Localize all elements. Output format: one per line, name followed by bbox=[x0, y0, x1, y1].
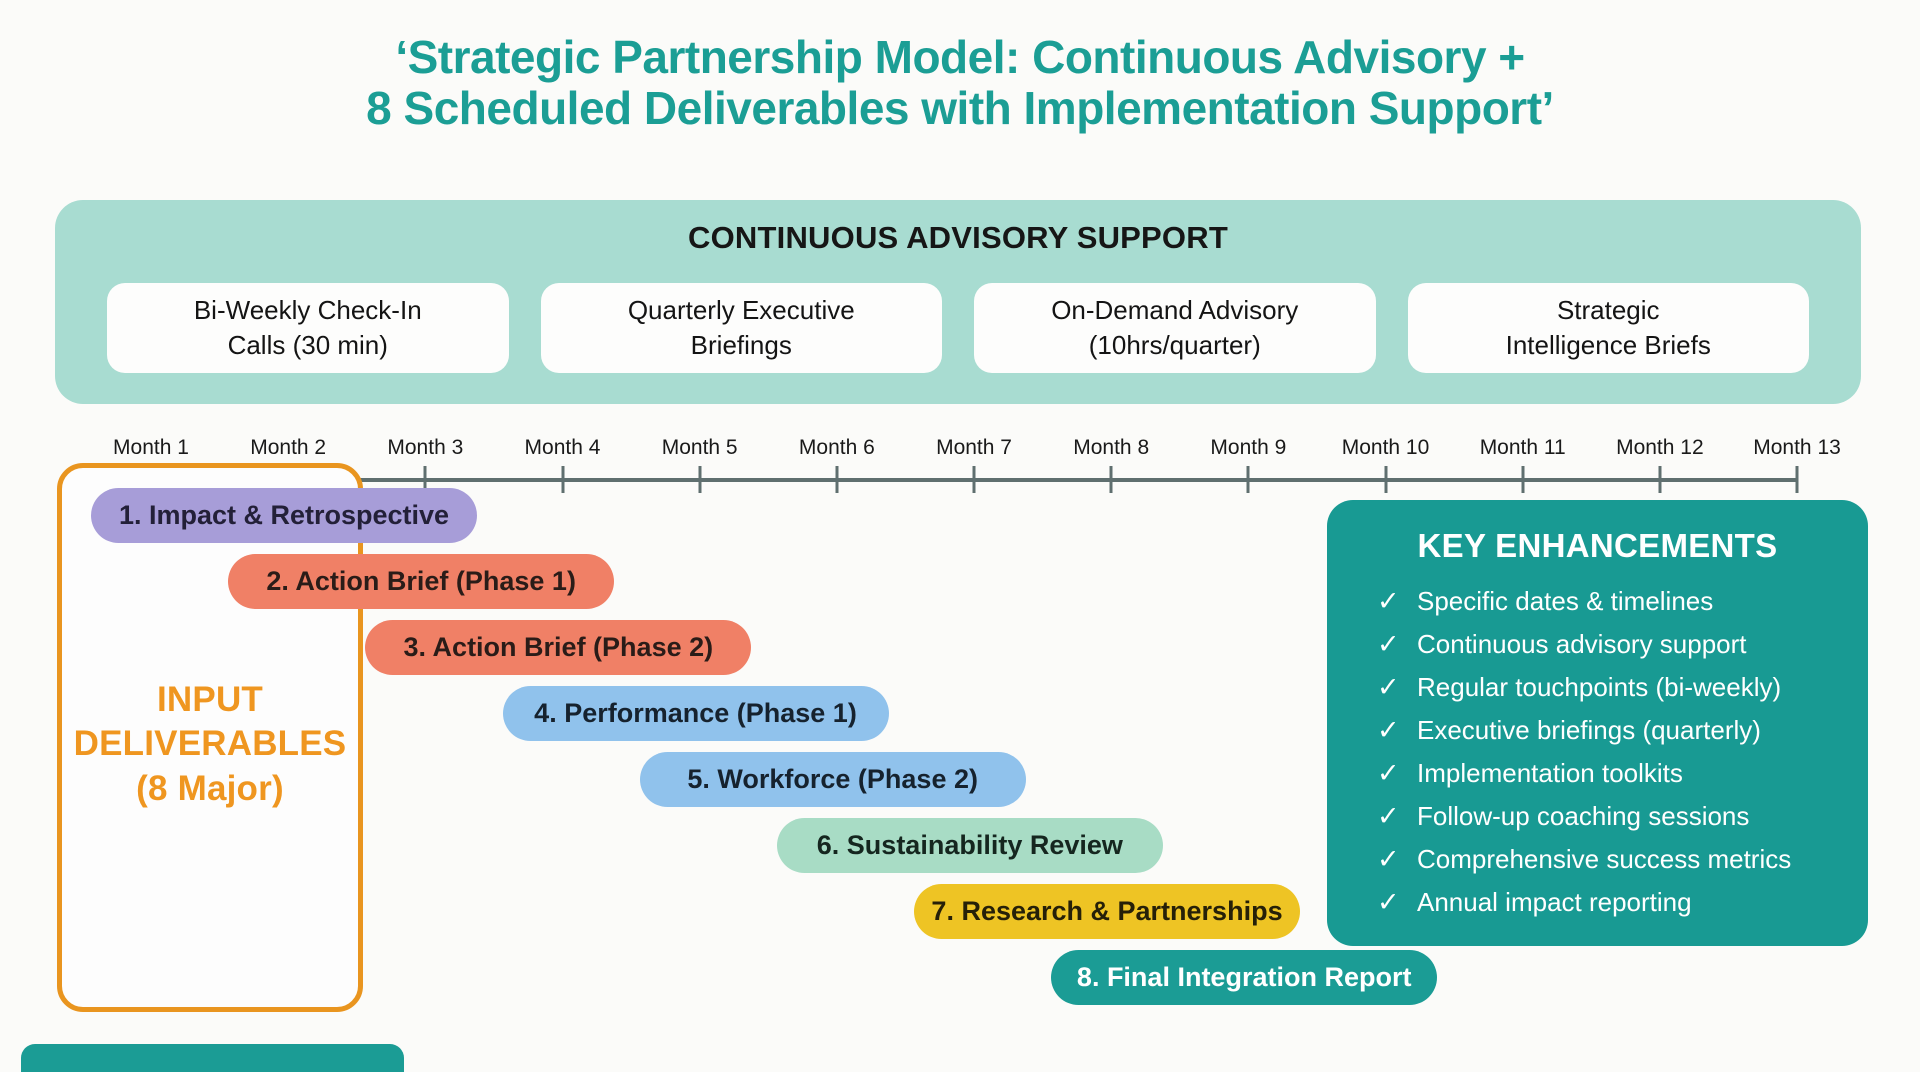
month-label: Month 8 bbox=[1073, 436, 1150, 459]
key-enhancement-item: ✓ Follow-up coaching sessions bbox=[1377, 795, 1868, 838]
month-label: Month 13 bbox=[1753, 436, 1841, 459]
month-tick bbox=[1521, 466, 1525, 493]
partial-bar-bottom-edge bbox=[21, 1044, 404, 1072]
month-tick bbox=[423, 466, 427, 493]
month-tick bbox=[1246, 466, 1250, 493]
check-icon: ✓ bbox=[1377, 672, 1400, 702]
key-enhancement-item: ✓ Specific dates & timelines bbox=[1377, 580, 1868, 623]
key-enhancement-text: Regular touchpoints (bi-weekly) bbox=[1417, 672, 1782, 702]
check-icon: ✓ bbox=[1377, 801, 1400, 831]
key-enhancement-text: Follow-up coaching sessions bbox=[1417, 801, 1750, 831]
page-title: ‘Strategic Partnership Model: Continuous… bbox=[0, 32, 1920, 133]
timeline-axis bbox=[130, 478, 1798, 482]
deliverable-bar: 4. Performance (Phase 1) bbox=[502, 686, 889, 741]
month-label: Month 1 bbox=[113, 436, 189, 459]
advisory-heading: CONTINUOUS ADVISORY SUPPORT bbox=[688, 220, 1228, 255]
input-deliverables-box: INPUT DELIVERABLES (8 Major) bbox=[57, 463, 363, 1012]
check-icon: ✓ bbox=[1377, 715, 1400, 745]
advisory-box: On-Demand Advisory(10hrs/quarter) bbox=[974, 283, 1376, 373]
key-enhancement-text: Specific dates & timelines bbox=[1417, 586, 1714, 616]
deliverable-bar: 5. Workforce (Phase 2) bbox=[639, 752, 1026, 807]
key-enhancement-item: ✓ Continuous advisory support bbox=[1377, 623, 1868, 666]
key-enhancement-item: ✓ Executive briefings (quarterly) bbox=[1377, 709, 1868, 752]
check-icon: ✓ bbox=[1377, 629, 1400, 659]
deliverable-bar: 2. Action Brief (Phase 1) bbox=[228, 554, 615, 609]
key-enhancement-item: ✓ Implementation toolkits bbox=[1377, 752, 1868, 795]
month-tick bbox=[835, 466, 839, 493]
key-enhancement-text: Executive briefings (quarterly) bbox=[1417, 715, 1761, 745]
deliverable-bar: 7. Research & Partnerships bbox=[914, 884, 1301, 939]
key-enhancements-heading: KEY ENHANCEMENTS bbox=[1417, 527, 1778, 564]
month-label: Month 11 bbox=[1479, 436, 1566, 459]
month-label: Month 2 bbox=[250, 436, 327, 459]
month-label: Month 3 bbox=[387, 436, 464, 459]
month-label: Month 12 bbox=[1616, 436, 1704, 459]
deliverable-bar: 6. Sustainability Review bbox=[776, 818, 1163, 873]
check-icon: ✓ bbox=[1377, 844, 1400, 874]
month-tick bbox=[1109, 466, 1113, 493]
key-enhancement-text: Annual impact reporting bbox=[1417, 887, 1692, 917]
month-tick bbox=[1384, 466, 1388, 493]
month-label: Month 6 bbox=[798, 436, 875, 459]
key-enhancement-item: ✓ Regular touchpoints (bi-weekly) bbox=[1377, 666, 1868, 709]
key-enhancement-item: ✓ Comprehensive success metrics bbox=[1377, 838, 1868, 881]
check-icon: ✓ bbox=[1377, 586, 1400, 616]
key-enhancement-text: Continuous advisory support bbox=[1417, 629, 1747, 659]
page-title-line1: ‘Strategic Partnership Model: Continuous… bbox=[395, 31, 1525, 83]
key-enhancement-text: Implementation toolkits bbox=[1417, 758, 1683, 788]
month-label: Month 5 bbox=[661, 436, 738, 459]
month-tick bbox=[698, 466, 702, 493]
advisory-panel: CONTINUOUS ADVISORY SUPPORT Bi-Weekly Ch… bbox=[55, 200, 1861, 404]
deliverable-bar: 1. Impact & Retrospective bbox=[91, 488, 477, 543]
check-icon: ✓ bbox=[1377, 758, 1400, 788]
deliverable-bar: 8. Final Integration Report bbox=[1051, 950, 1438, 1005]
month-label: Month 9 bbox=[1210, 436, 1287, 459]
input-deliverables-label: INPUT DELIVERABLES (8 Major) bbox=[73, 679, 347, 808]
key-enhancements-panel: KEY ENHANCEMENTS ✓ Specific dates & timel… bbox=[1327, 500, 1868, 946]
check-icon: ✓ bbox=[1377, 887, 1400, 917]
key-enhancements-list: ✓ Specific dates & timelines ✓ Continuous a… bbox=[1327, 580, 1868, 924]
month-label: Month 7 bbox=[936, 436, 1012, 459]
month-label: Month 10 bbox=[1341, 436, 1430, 459]
month-tick bbox=[972, 466, 976, 493]
key-enhancement-text: Comprehensive success metrics bbox=[1417, 844, 1792, 874]
month-label: Month 4 bbox=[524, 436, 601, 459]
month-tick bbox=[1795, 466, 1799, 493]
month-tick bbox=[561, 466, 564, 493]
deliverable-bar: 3. Action Brief (Phase 2) bbox=[365, 620, 752, 675]
key-enhancement-item: ✓ Annual impact reporting bbox=[1377, 881, 1868, 924]
page-title-line2: 8 Scheduled Deliverables with Implementa… bbox=[366, 81, 1554, 134]
month-tick bbox=[1658, 466, 1662, 493]
